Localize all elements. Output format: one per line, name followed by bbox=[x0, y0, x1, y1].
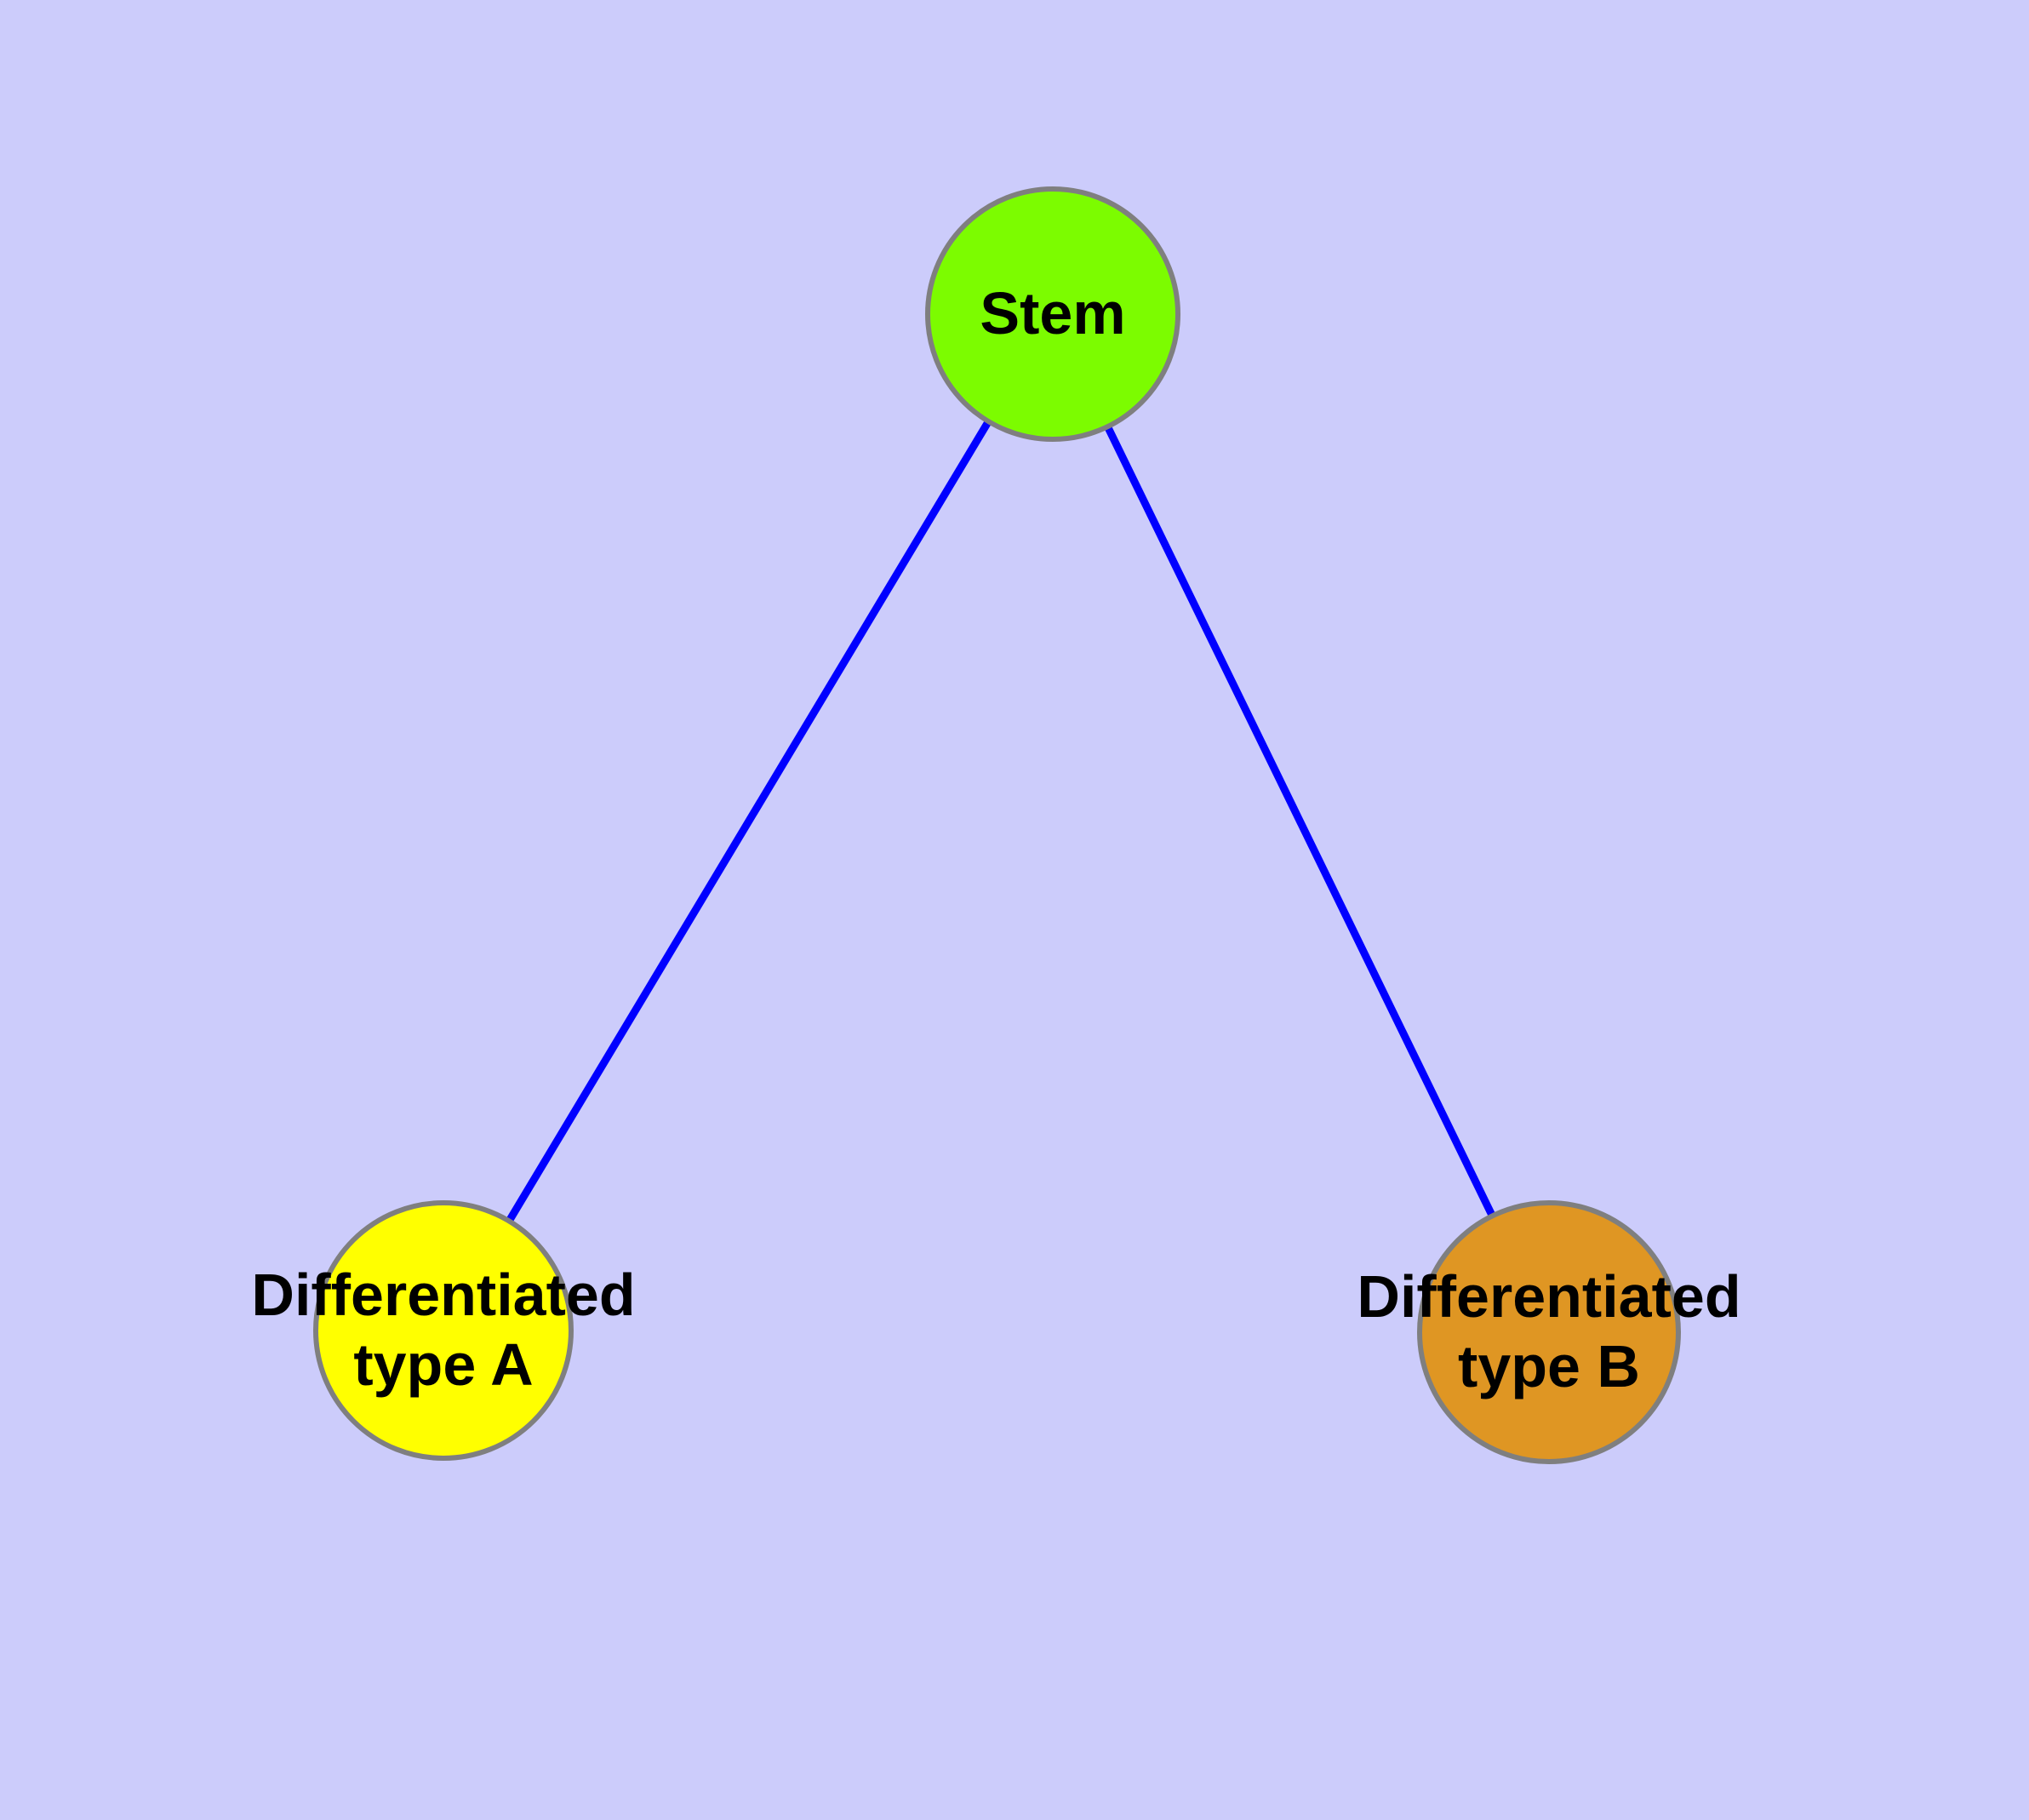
edge-layer bbox=[440, 312, 1553, 1334]
node-circle-diff-b[interactable] bbox=[1417, 1200, 1681, 1464]
node-circle-stem[interactable] bbox=[925, 186, 1180, 442]
node-circle-diff-a[interactable] bbox=[313, 1200, 574, 1461]
edge-stem-to-diff-a[interactable] bbox=[440, 312, 1056, 1333]
edge-stem-to-diff-b[interactable] bbox=[1049, 312, 1553, 1334]
node-layer bbox=[313, 186, 1681, 1464]
